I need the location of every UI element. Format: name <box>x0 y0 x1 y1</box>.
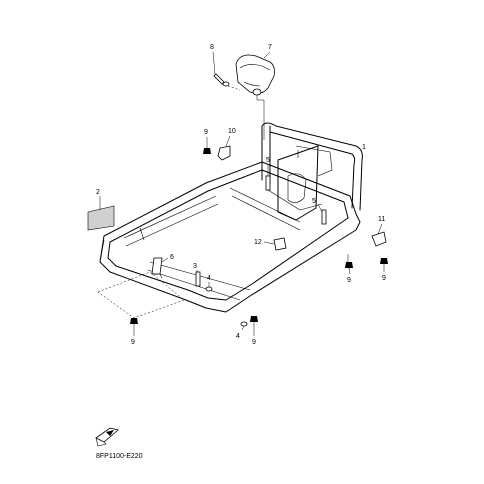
callout-9-far-right: 9 <box>382 275 386 282</box>
callout-9-bottom-center: 9 <box>252 339 256 346</box>
bolt-5-lower[interactable] <box>317 203 327 225</box>
bracket-6[interactable] <box>151 257 169 279</box>
reference-arrow-icon <box>95 427 119 447</box>
callout-6: 6 <box>170 254 174 261</box>
clip-10[interactable] <box>217 135 231 161</box>
callout-4-lower: 4 <box>236 333 240 340</box>
nut-9-top[interactable] <box>203 137 211 154</box>
callout-9-bottom-left: 9 <box>131 339 135 346</box>
nut-9-bottom-center[interactable] <box>250 316 258 336</box>
label-plate[interactable] <box>87 196 115 231</box>
bolt-5-upper[interactable] <box>265 165 271 191</box>
callout-1: 1 <box>362 144 366 151</box>
floor-plate-outline <box>97 271 185 319</box>
bracket-11[interactable] <box>371 223 387 247</box>
drawing-code: 8FP1100-E220 <box>96 453 143 460</box>
callout-3: 3 <box>193 263 197 270</box>
callout-2: 2 <box>96 189 100 196</box>
callout-11: 11 <box>378 216 385 223</box>
callout-4-upper: 4 <box>207 275 211 282</box>
bolt-3[interactable] <box>195 270 201 287</box>
nut-9-right-middle[interactable] <box>345 254 353 275</box>
nut-9-bottom-left[interactable] <box>130 318 138 336</box>
callout-5-lower: 5 <box>312 198 316 205</box>
callout-12: 12 <box>254 239 262 246</box>
callout-9-right-middle: 9 <box>347 277 351 284</box>
callout-8: 8 <box>210 44 214 51</box>
nut-9-far-right[interactable] <box>380 258 388 272</box>
callout-9-top: 9 <box>204 129 208 136</box>
washer-4-lower[interactable] <box>240 321 248 331</box>
cover-leader-line <box>256 95 265 140</box>
callout-7: 7 <box>268 44 272 51</box>
callout-10: 10 <box>228 128 236 135</box>
bracket-12[interactable] <box>263 237 287 251</box>
cover-7[interactable] <box>235 51 275 96</box>
washer-4-upper[interactable] <box>205 282 213 292</box>
callout-5-upper: 5 <box>266 157 270 164</box>
screw-8[interactable] <box>212 51 241 91</box>
